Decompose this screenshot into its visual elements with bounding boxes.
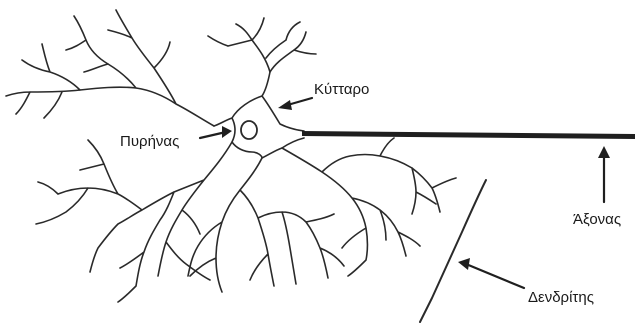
dendrite-label: Δενδρίτης bbox=[528, 290, 594, 305]
axon-shape bbox=[302, 131, 635, 139]
dendrite-arrow bbox=[466, 264, 524, 288]
cell-arrow-head bbox=[278, 100, 292, 110]
dendrite-branch bbox=[36, 140, 232, 302]
dendrite-branch bbox=[188, 158, 344, 292]
axon-arrow-head bbox=[598, 146, 610, 158]
dendrite-segment bbox=[420, 180, 486, 322]
cell-body-outline bbox=[214, 72, 304, 158]
cell-label: Κύτταρο bbox=[314, 82, 369, 97]
nucleus-label: Πυρήνας bbox=[120, 134, 179, 149]
dendrite-branch bbox=[282, 138, 456, 276]
dendrite-branch bbox=[208, 18, 316, 72]
dendrite-branch bbox=[6, 10, 214, 126]
nucleus-shape bbox=[241, 121, 257, 139]
nucleus-arrow-head bbox=[222, 126, 232, 138]
dendrite-arrow-head bbox=[458, 258, 470, 270]
axon-label: Άξονας bbox=[573, 212, 621, 227]
